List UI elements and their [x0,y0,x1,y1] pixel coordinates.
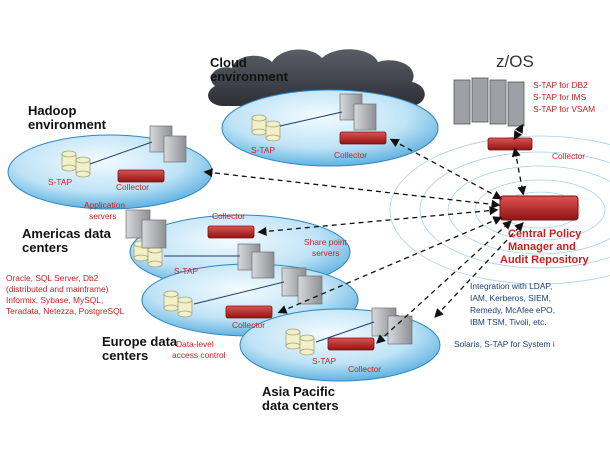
share-point-line1: Share point [304,237,347,247]
integration-line2: IAM, Kerberos, SIEM, [470,293,551,303]
zos-label: z/OS [496,52,534,71]
hadoop-title-line2: environment [28,117,107,132]
app-servers-line2: servers [89,211,117,221]
cloud-stap-label: S-TAP [251,145,276,155]
central-line2: Manager and [508,241,576,253]
central-line3: Audit Repository [500,254,589,266]
hadoop-title-line1: Hadoop [28,103,77,118]
integration-line4: IBM TSM, Tivoli, etc. [470,317,547,327]
asia-title-line1: Asia Pacific [262,384,335,399]
asia-title-line2: data centers [262,398,339,413]
databases-line4: Teradata, Netezza, PostgreSQL [6,306,125,316]
central-line1: Central Policy [508,228,582,240]
zos-collector-label: Collector [552,151,586,161]
integration-line3: Remedy, McAfee ePO, [470,305,556,315]
europe-title-line2: centers [102,348,149,363]
mainframe-icon [453,77,525,127]
databases-line3: Informix, Sybase, MySQL, [6,295,104,305]
databases-line2: (distributed and mainframe) [6,284,109,294]
hadoop-stap-label: S-TAP [48,177,73,187]
databases-line1: Oracle, SQL Server, Db2 [6,273,99,283]
collector-appliances [117,131,533,351]
cloud-disk [221,89,439,167]
americas-title-line1: Americas data [22,226,111,241]
central-appliance [499,195,579,221]
cloud-shape [208,49,425,106]
americas-title-line2: centers [22,240,69,255]
zos-tap-ims: S-TAP for IMS [533,92,587,102]
share-point-line2: servers [312,248,340,258]
solaris-label: Solaris, S-TAP for System i [454,339,555,349]
europe-collector-label: Collector [232,320,266,330]
data-level-line1: Data-level [176,339,214,349]
zos-tap-vsam: S-TAP for VSAM [533,104,596,114]
zos-tap-db2: S-TAP for DB2 [533,80,588,90]
asia-stap-label: S-TAP [312,356,337,366]
cloud-collector-label: Collector [334,150,368,160]
connection-arrows [203,123,527,344]
app-servers-line1: Application [84,200,125,210]
europe-title-line1: Europe data [102,334,178,349]
americas-collector-label: Collector [212,211,246,221]
data-level-line2: access control [172,350,226,360]
americas-stap-label: S-TAP [174,266,199,276]
local-links [89,111,375,343]
integration-line1: Integration with LDAP, [470,281,553,291]
asia-collector-label: Collector [348,364,382,374]
hadoop-collector-label: Collector [116,182,150,192]
cloud-title-line1: Cloud [210,55,247,70]
cloud-title-line2: environment [210,69,289,84]
database-icons [61,114,315,356]
